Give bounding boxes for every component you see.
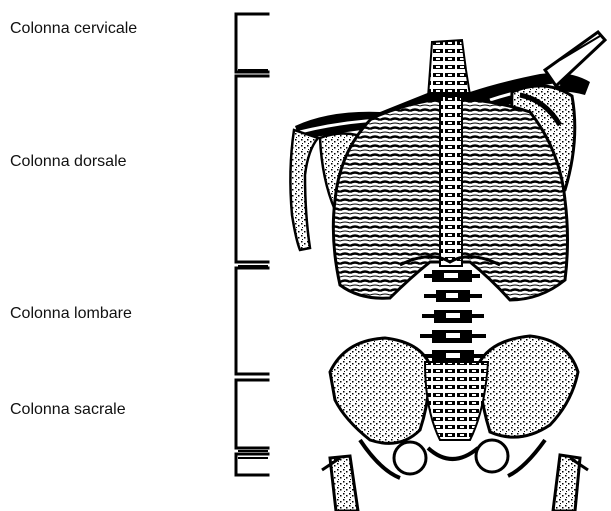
sacrum xyxy=(425,362,488,440)
left-femur xyxy=(330,456,358,511)
left-femoral-head xyxy=(394,442,426,474)
thoracic-spine xyxy=(440,96,462,266)
right-femoral-head xyxy=(476,440,508,472)
cervical-vertebrae xyxy=(428,40,470,97)
left-humerus xyxy=(290,130,318,250)
left-ilium xyxy=(330,338,430,443)
right-ilium xyxy=(478,336,578,437)
pubic-arch xyxy=(428,448,478,459)
